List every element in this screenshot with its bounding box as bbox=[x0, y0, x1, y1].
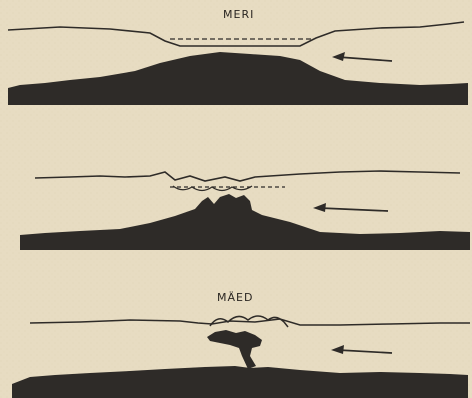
label-sea: MERI bbox=[223, 9, 254, 20]
label-mountains: MÄED bbox=[217, 292, 253, 303]
